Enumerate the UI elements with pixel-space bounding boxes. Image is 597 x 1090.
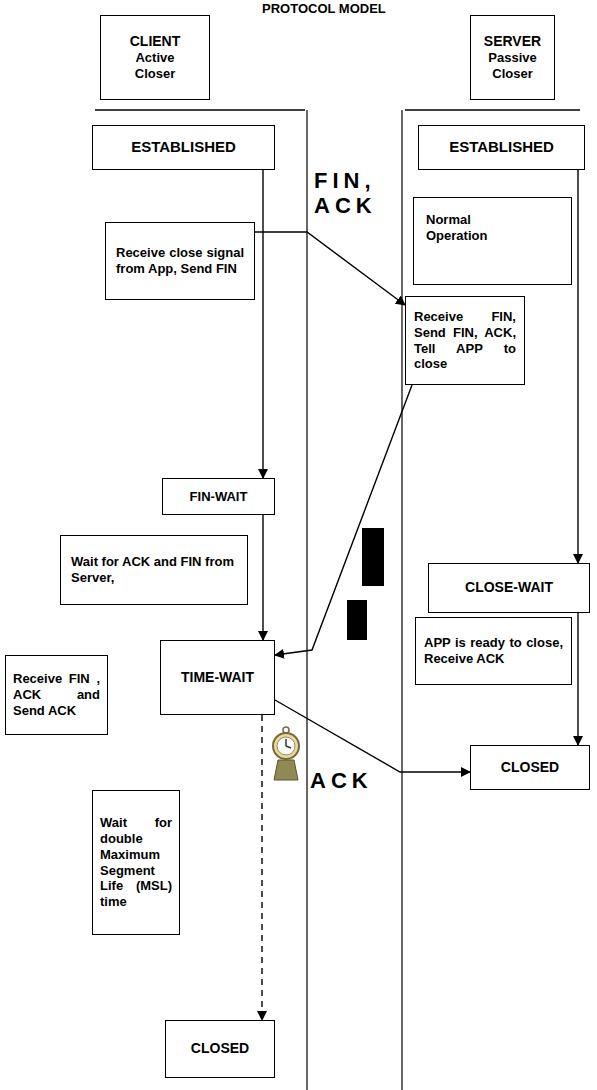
box-text: TIME-WAIT xyxy=(169,669,266,686)
message-arrow xyxy=(262,515,263,640)
box-text: Wait for double Maximum Segment Life (MS… xyxy=(100,815,172,910)
diagram-title: PROTOCOL MODEL xyxy=(262,1,386,16)
state-box: CLOSED xyxy=(470,745,590,790)
box-text: CLOSED xyxy=(174,1040,266,1057)
message-arrow xyxy=(261,715,262,1020)
note-box: Receive FIN , ACK and Send ACK xyxy=(5,655,108,735)
header-rule xyxy=(405,109,580,111)
box-text: ESTABLISHED xyxy=(427,138,576,156)
state-box: FIN-WAIT xyxy=(162,478,275,515)
note-box: Wait for ACK and FIN from Server, xyxy=(60,535,248,605)
state-box: CLOSED xyxy=(165,1020,275,1078)
box-subtext: Active Closer xyxy=(123,50,187,82)
header-box: SERVERPassive Closer xyxy=(470,15,555,100)
box-text: Receive FIN, Send FIN, ACK, Tell APP to … xyxy=(414,309,516,372)
header-rule xyxy=(95,109,305,111)
server-timeline xyxy=(401,110,402,1090)
message-arrow xyxy=(262,170,263,478)
message-arrow xyxy=(577,613,578,745)
clock-hand xyxy=(286,746,291,748)
state-box: ESTABLISHED xyxy=(418,125,585,170)
box-text: Receive FIN , ACK and Send ACK xyxy=(13,671,100,719)
redaction-block xyxy=(362,528,384,586)
state-box: ESTABLISHED xyxy=(92,125,275,170)
note-box: Wait for double Maximum Segment Life (MS… xyxy=(92,790,180,935)
message-arrow xyxy=(577,170,578,563)
box-text: Normal Operation xyxy=(426,212,511,244)
client-timeline xyxy=(306,110,307,1090)
note-box: APP is ready to close, Receive ACK xyxy=(415,617,572,685)
state-box: TIME-WAIT xyxy=(160,640,275,715)
message-label: FIN, ACK xyxy=(314,168,394,219)
box-text: SERVER xyxy=(479,33,546,50)
note-box: Receive close signal from App, Send FIN xyxy=(105,222,255,300)
box-text: FIN-WAIT xyxy=(169,489,268,505)
box-text: APP is ready to close, Receive ACK xyxy=(424,635,563,667)
box-text: CLOSED xyxy=(479,759,581,776)
message-arrow xyxy=(255,232,405,305)
message-arrow xyxy=(275,700,470,772)
state-box: CLOSE-WAIT xyxy=(428,563,590,613)
clock-hand xyxy=(285,739,287,746)
message-label: ACK xyxy=(310,768,380,793)
redaction-block xyxy=(347,600,367,640)
box-text: Receive close signal from App, Send FIN xyxy=(116,245,244,277)
message-arrow xyxy=(275,385,412,655)
box-text: Wait for ACK and FIN from Server, xyxy=(71,554,237,586)
clock-ring xyxy=(283,727,289,733)
box-subtext: Passive Closer xyxy=(479,50,546,82)
box-text: CLOSE-WAIT xyxy=(437,579,581,596)
header-box: CLIENTActive Closer xyxy=(100,15,210,100)
box-text: CLIENT xyxy=(123,33,187,50)
box-text: ESTABLISHED xyxy=(101,138,266,156)
clock-icon xyxy=(273,727,299,780)
note-box: Receive FIN, Send FIN, ACK, Tell APP to … xyxy=(405,296,525,385)
clock-face xyxy=(273,733,299,759)
clock-base xyxy=(274,760,298,780)
note-box: Normal Operation xyxy=(413,197,572,285)
clock-dial xyxy=(277,737,295,755)
